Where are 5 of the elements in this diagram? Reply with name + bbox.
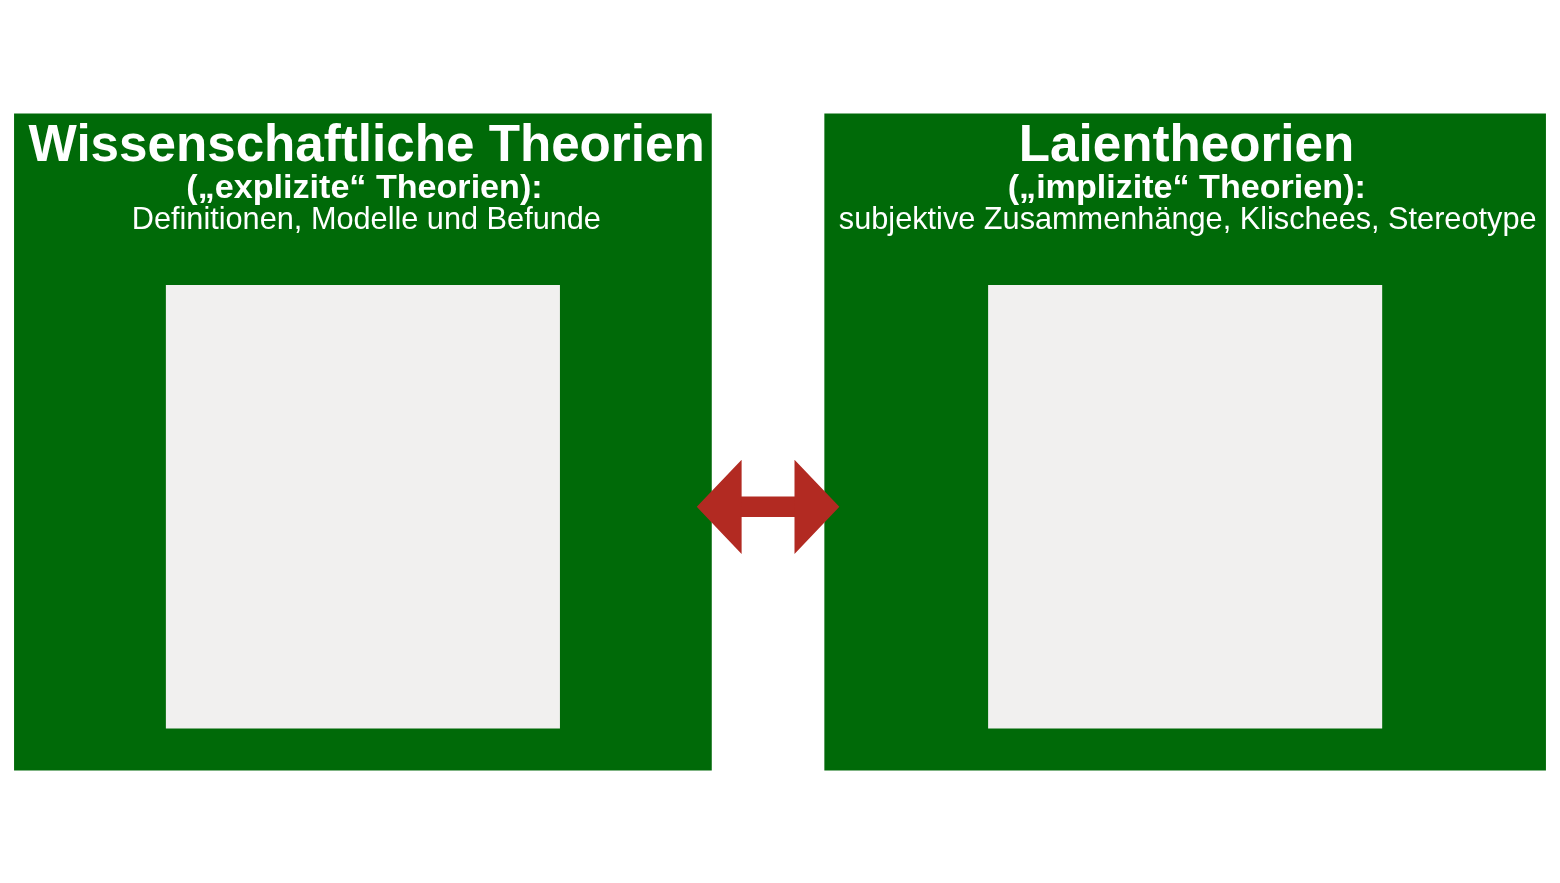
cluster: Laientheorien („implizite“ Theorien): subjektive Zusammenhänge, Klischees, Stereotype	[824, 113, 1546, 770]
arrow	[696, 459, 840, 554]
cluster: Wissenschaftliche Theorien („explizite“ Theorien): Definitionen, Modelle und Befunde	[14, 113, 712, 770]
node-box	[165, 284, 560, 729]
node-box	[988, 284, 1383, 729]
